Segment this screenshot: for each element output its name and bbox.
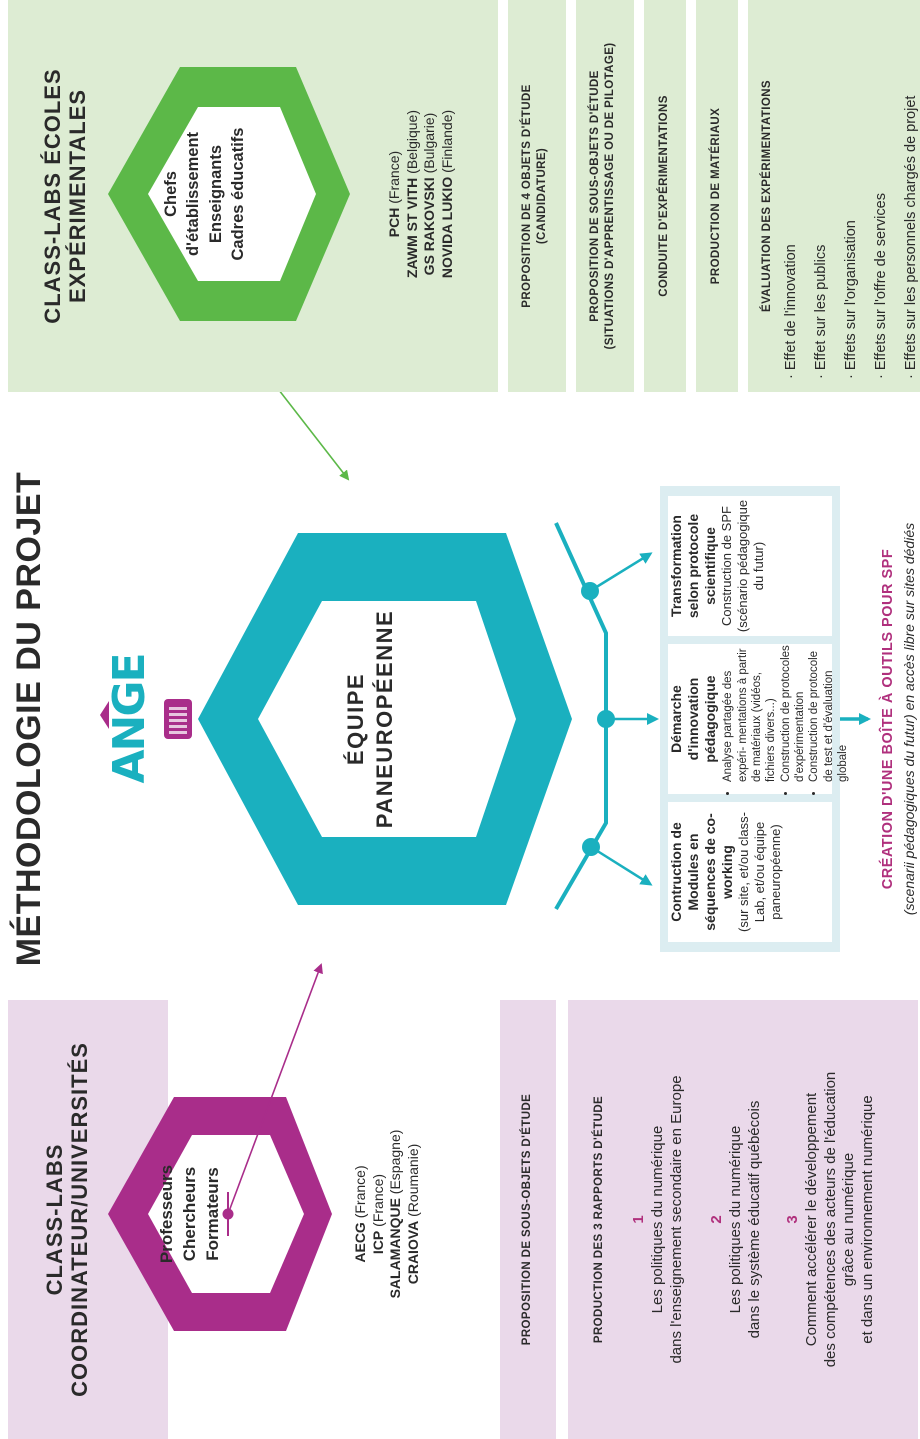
- right-box-objets-text: PROPOSITION DE 4 OBJETS D'ÉTUDE (CANDIDA…: [520, 0, 550, 392]
- right-partner-3: NOVIDA LUKIO (Finlande): [438, 109, 455, 279]
- right-hexagon: [108, 67, 350, 321]
- step-col-2: Démarche d'innovation pédagogique Analys…: [668, 644, 849, 794]
- right-box-objets-line1: PROPOSITION DE 4 OBJETS D'ÉTUDE: [521, 84, 533, 308]
- right-hexagon-inner: [148, 107, 316, 281]
- step-col-2-bullet-2: Construction de protocoles d'expérimenta…: [779, 644, 808, 782]
- step-col-1-body: (sur site, et/ou class-Lab, et/ou équipe…: [736, 812, 784, 932]
- right-box-evaluation-title: ÉVALUATION DES EXPÉRIMENTATIONS: [761, 80, 773, 312]
- right-title-line1: CLASS-LABS ÉCOLES: [40, 68, 65, 324]
- step-col-2-bullet-3: Construction de protocole de test et d'é…: [807, 644, 850, 782]
- right-hex-line4: Cadres éducatifs: [228, 127, 247, 261]
- right-partner-1: ZAWM ST VITH (Belgique): [403, 109, 420, 279]
- evaluation-item-4: · Effets sur l'offre de services: [873, 193, 889, 379]
- step-col-1-title: Contruction de Modules en séquences de c…: [668, 813, 736, 931]
- right-box-sous-objets-line1: PROPOSITION DE SOUS-OBJETS D'ÉTUDE: [589, 70, 601, 322]
- ange-logo-text: ANGE: [104, 654, 155, 784]
- right-box-objets-line2: (CANDIDATURE): [535, 147, 548, 245]
- right-hex-line3: Enseignants: [206, 144, 225, 244]
- right-box-conduite-text: CONDUITE D'EXPÉRIMENTATIONS: [658, 95, 670, 297]
- step-col-3-body: Construction de SPF (scénario pédagogiqu…: [719, 499, 766, 633]
- step-col-3: Transformation selon protocole scientifi…: [668, 496, 832, 636]
- step-col-2-bullet-1: Analyse partagée des expéri- mentations …: [721, 644, 779, 782]
- right-hex-line2: d'établissement: [184, 131, 203, 257]
- center-arrow-1: [590, 845, 653, 886]
- right-title: CLASS-LABS ÉCOLES EXPÉRIMENTALES: [40, 0, 91, 392]
- output-subtitle: (scenarii pédagogiques du futur) en accè…: [901, 522, 917, 916]
- center-hexagon-inner: [258, 601, 516, 837]
- step-col-2-list: Analyse partagée des expéri- mentations …: [721, 644, 850, 794]
- right-partner-2: GS RAKOVSKI (Bulgarie): [421, 112, 437, 276]
- evaluation-item-2: · Effet sur les publics: [813, 244, 829, 379]
- evaluation-item-5: · Effets sur les personnels chargés de p…: [903, 95, 919, 379]
- right-box-materiaux-text: PRODUCTION DE MATÉRIAUX: [710, 107, 722, 285]
- right-title-line2: EXPÉRIMENTALES: [65, 88, 91, 304]
- right-box-sous-objets-text: PROPOSITION DE SOUS-OBJETS D'ÉTUDE (SITU…: [588, 0, 618, 392]
- step-col-2-title: Démarche d'innovation pédagogique: [668, 675, 719, 763]
- left-connector-arrow: [227, 963, 323, 1215]
- output-title: CRÉATION D'UNE BOÎTE À OUTILS POUR SPF: [880, 548, 896, 890]
- evaluation-list: · Effet de l'innovation · Effet sur les …: [776, 9, 920, 379]
- right-partners: PCH (France) ZAWM ST VITH (Belgique) GS …: [386, 59, 456, 329]
- step-col-1: Contruction de Modules en séquences de c…: [668, 802, 832, 942]
- step-col-3-title: Transformation selon protocole scientifi…: [668, 513, 719, 619]
- evaluation-item-1: · Effet de l'innovation: [783, 244, 799, 379]
- center-hex-line2: PANEUROPÉENNE: [371, 609, 397, 829]
- center-hexagon-label: ÉQUIPE PANEUROPÉENNE: [342, 569, 399, 869]
- right-box-sous-objets-line2: (SITUATIONS D'APPRENTISSAGE OU DE PILOTA…: [603, 42, 616, 350]
- main-title: MÉTHODOLOGIE DU PROJET: [10, 471, 48, 967]
- right-hexagon-label: Chefs d'établissement Enseignants Cadres…: [160, 104, 249, 284]
- center-hex-line1: ÉQUIPE: [343, 672, 368, 766]
- right-hex-line1: Chefs: [162, 171, 180, 217]
- center-hexagon: [198, 533, 572, 905]
- evaluation-item-3: · Effets sur l'organisation: [843, 220, 859, 379]
- center-arrow-3: [589, 552, 653, 593]
- right-partner-0: PCH (France): [386, 150, 402, 238]
